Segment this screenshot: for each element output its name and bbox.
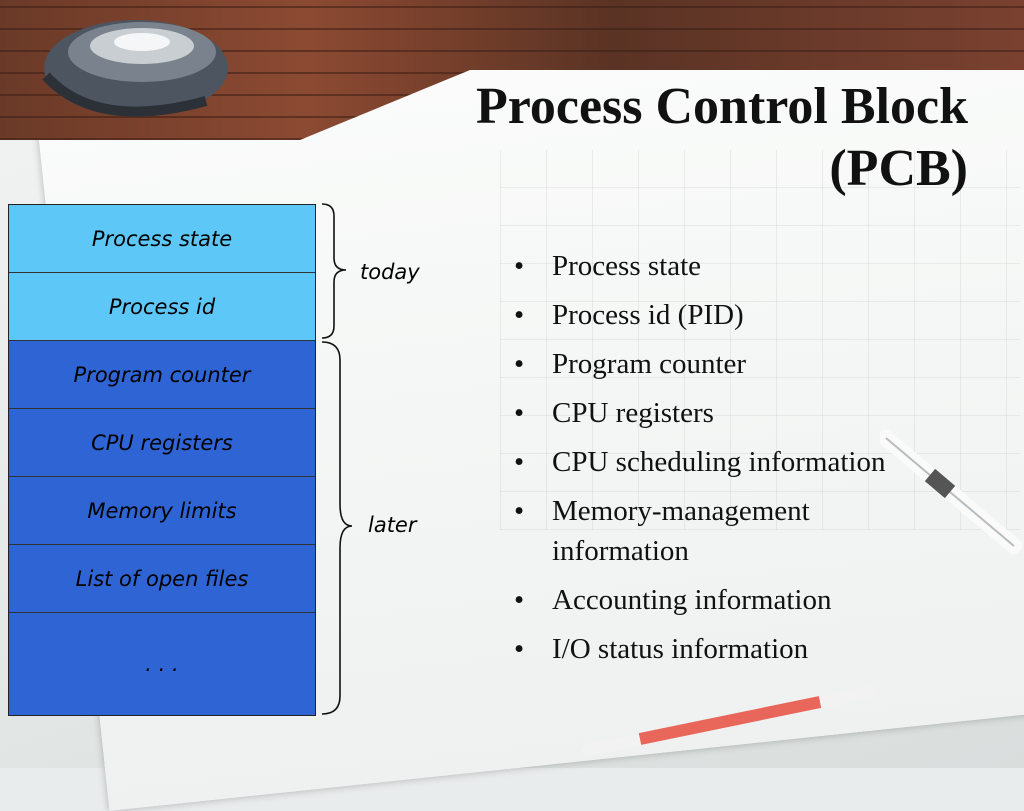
grouping-braces: [321, 203, 353, 715]
title-line-2: (PCB): [829, 140, 968, 197]
pcb-row-open-files: List of open files: [9, 545, 315, 613]
list-item: CPU scheduling information: [510, 442, 950, 482]
pcb-row-process-id: Process id: [9, 273, 315, 341]
desk-lamp-icon: [42, 20, 228, 117]
list-item: I/O status information: [510, 629, 950, 669]
list-item: Accounting information: [510, 580, 950, 620]
list-item: Memory-management information: [510, 491, 950, 571]
brace-label-today: today: [360, 260, 420, 284]
slide-title: Process Control Block (PCB): [328, 76, 968, 200]
pcb-row-ellipsis: . . .: [9, 613, 315, 715]
list-item: CPU registers: [510, 393, 950, 433]
pcb-row-process-state: Process state: [9, 205, 315, 273]
title-line-1: Process Control Block: [475, 78, 968, 135]
brace-today: [321, 203, 347, 339]
pcb-row-program-counter: Program counter: [9, 341, 315, 409]
brace-label-later: later: [368, 513, 417, 537]
pcb-row-memory-limits: Memory limits: [9, 477, 315, 545]
brace-later: [321, 341, 353, 715]
pcb-row-cpu-registers: CPU registers: [9, 409, 315, 477]
list-item: Process state: [510, 246, 950, 286]
pencil-icon: [582, 686, 876, 756]
pcb-contents-list: Process state Process id (PID) Program c…: [510, 246, 950, 678]
pcb-table: Process state Process id Program counter…: [8, 204, 316, 716]
list-item: Process id (PID): [510, 295, 950, 335]
list-item: Program counter: [510, 344, 950, 384]
